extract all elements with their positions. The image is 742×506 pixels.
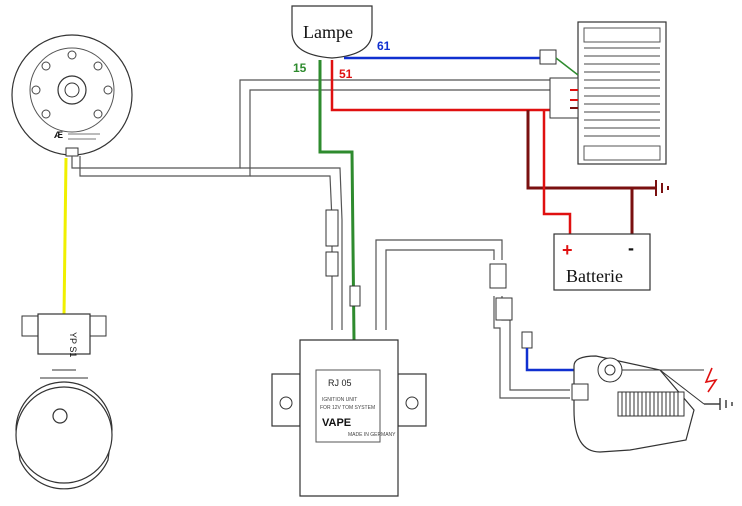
cdi-line1: IGNITION UNIT — [322, 397, 357, 403]
battery-label: Batterie — [566, 266, 623, 286]
ignition-coil — [571, 355, 705, 453]
svg-text:Æ: Æ — [54, 130, 63, 140]
cdi-line2: FOR 12V TOM SYSTEM — [320, 405, 375, 411]
battery-minus: - — [628, 238, 634, 258]
terminal-61-label: 61 — [377, 39, 391, 53]
stator-alternator: Æ — [11, 34, 133, 157]
harness-stator-cdi — [71, 79, 560, 330]
terminal-15-label: 15 — [293, 61, 307, 75]
wire-brown-ground — [526, 110, 634, 234]
cdi-model: RJ 05 — [328, 378, 352, 388]
cdi-brand: VAPE — [322, 417, 351, 429]
wire-yellow — [62, 157, 68, 317]
ground-icon — [704, 398, 733, 410]
connector — [489, 263, 507, 289]
wire-blue-coil — [525, 348, 576, 372]
battery-plus: + — [562, 240, 573, 260]
connector — [325, 209, 339, 247]
regulator — [539, 21, 667, 165]
lamp: Lampe — [291, 5, 373, 59]
cdi-line3: MADE IN GERMANY — [348, 432, 396, 438]
wire-red-plus — [542, 110, 572, 234]
ground-icon — [655, 180, 669, 196]
connector — [495, 297, 513, 321]
pickup-code: YP S1 — [68, 332, 78, 357]
battery: + - Batterie — [553, 233, 651, 291]
cdi-unit: RJ 05 IGNITION UNIT FOR 12V TOM SYSTEM V… — [271, 339, 427, 497]
terminal-51-label: 51 — [339, 67, 353, 81]
connector — [325, 251, 339, 277]
wire-green-15 — [318, 60, 356, 341]
connector — [349, 285, 361, 307]
connector — [521, 331, 533, 349]
pickup-coil: YP S1 — [15, 313, 113, 490]
spark-icon — [704, 367, 718, 393]
wire-red-51 — [330, 60, 560, 112]
lamp-label: Lampe — [303, 22, 353, 42]
